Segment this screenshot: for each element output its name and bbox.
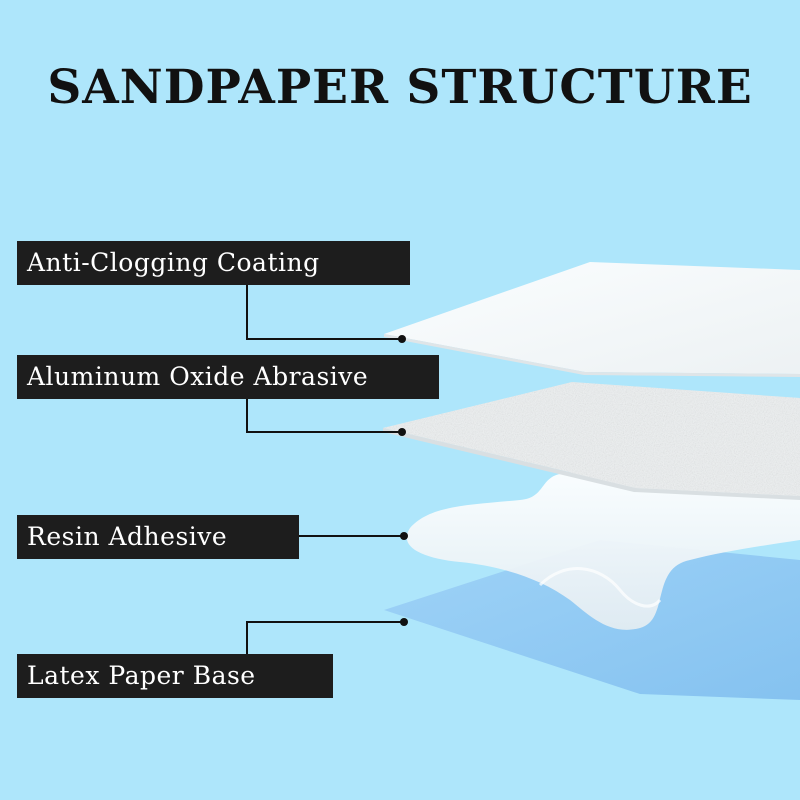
abrasive-layer xyxy=(383,382,800,500)
coating-layer xyxy=(384,262,800,377)
leader-dot-abrasive xyxy=(398,428,406,436)
leader-dots xyxy=(398,335,408,626)
leader-dot-base xyxy=(400,618,408,626)
leader-dot-coating xyxy=(398,335,406,343)
resin-adhesive-layer xyxy=(406,471,800,630)
leader-dot-adhesive xyxy=(400,532,408,540)
leader-line-base xyxy=(246,621,403,654)
label-resin-adhesive: Resin Adhesive xyxy=(17,515,299,559)
paper-base-layer xyxy=(384,540,800,700)
label-aluminum-oxide-abrasive: Aluminum Oxide Abrasive xyxy=(17,355,439,399)
leader-line-abrasive xyxy=(246,399,401,433)
leader-lines xyxy=(246,285,403,654)
label-latex-paper-base: Latex Paper Base xyxy=(17,654,333,698)
diagram-title: SANDPAPER STRUCTURE xyxy=(47,60,753,115)
leader-line-coating xyxy=(246,285,401,340)
label-anti-clogging-coating: Anti-Clogging Coating xyxy=(17,241,410,285)
